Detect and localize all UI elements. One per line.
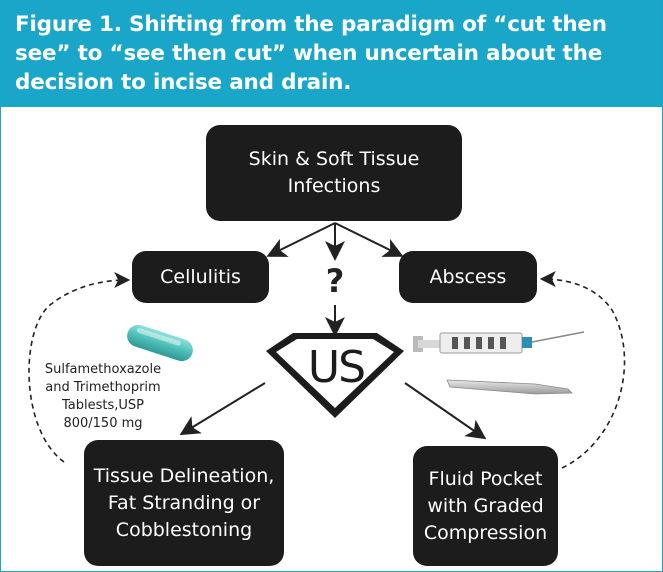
drug-label-line: Sulfamethoxazole — [44, 362, 162, 377]
figure-header: Figure 1. Shifting from the paradigm of … — [1, 1, 662, 107]
arrow-us-to-tissue — [179, 382, 266, 436]
question-mark: ? — [325, 262, 345, 300]
ultrasound-badge — [266, 333, 404, 418]
arrow-us-to-fluid — [404, 382, 487, 440]
node-skin-soft-tissue-infections: Skin & Soft Tissue Infections — [206, 125, 462, 221]
pill-icon — [127, 324, 193, 362]
dashed-loop-right — [539, 271, 626, 469]
node-fluid-pocket: Fluid Pocket with Graded Compression — [413, 446, 558, 566]
ultrasound-label: US — [307, 342, 366, 393]
dashed-loop-left — [28, 272, 131, 463]
node-tissue-delineation: Tissue Delineation, Fat Stranding or Cob… — [84, 440, 284, 566]
drug-label-line: Tablests,USP — [62, 398, 144, 413]
syringe-icon — [413, 331, 585, 354]
drug-label: Sulfamethoxazole and Trimethoprim Tables… — [34, 361, 172, 433]
arrow-root-to-abscess — [334, 222, 404, 257]
figure-title: Figure 1. Shifting from the paradigm of … — [15, 12, 607, 95]
drug-label-line: and Trimethoprim — [45, 380, 161, 395]
arrow-root-to-cellulitis — [266, 222, 336, 257]
drug-label-line: 800/150 mg — [63, 416, 143, 431]
node-cellulitis: Cellulitis — [132, 251, 269, 303]
node-abscess: Abscess — [399, 251, 537, 303]
scalpel-icon — [446, 379, 573, 395]
